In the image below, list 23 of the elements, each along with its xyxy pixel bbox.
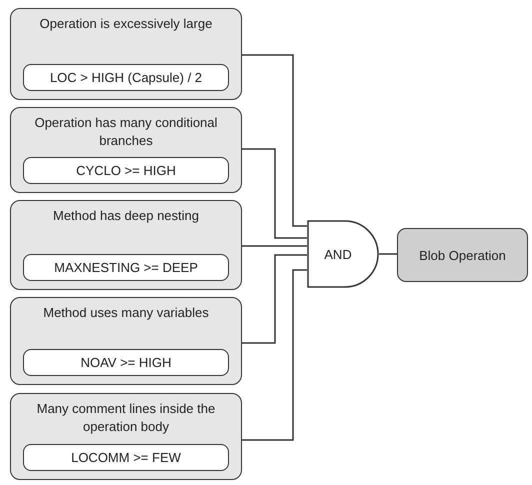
connector-line [242,254,307,344]
connector-line [242,54,307,227]
condition-heading: Operation is excessively large [40,15,212,33]
condition-heading: Operation has many conditional branches [34,114,218,150]
condition-heading: Method has deep nesting [53,207,199,225]
metric-rule: LOCOMM >= FEW [23,444,229,471]
connector-line [242,245,307,247]
metric-rule: LOC > HIGH (Capsule) / 2 [23,64,229,91]
condition-card [10,107,242,193]
condition-heading: Many comment lines inside the operation body [36,400,216,436]
gate-label: AND [324,246,353,262]
result-box: Blob Operation [397,228,528,282]
condition-card [10,200,242,290]
connector-line [379,253,397,255]
condition-heading: Method uses many variables [43,304,209,322]
connector-line [242,269,307,441]
metric-rule: CYCLO >= HIGH [23,157,229,184]
metric-rule: NOAV >= HIGH [23,349,229,376]
connector-line [242,148,307,239]
condition-card [10,297,242,385]
condition-card [10,8,242,100]
condition-card [10,393,242,480]
metric-rule: MAXNESTING >= DEEP [23,254,229,281]
